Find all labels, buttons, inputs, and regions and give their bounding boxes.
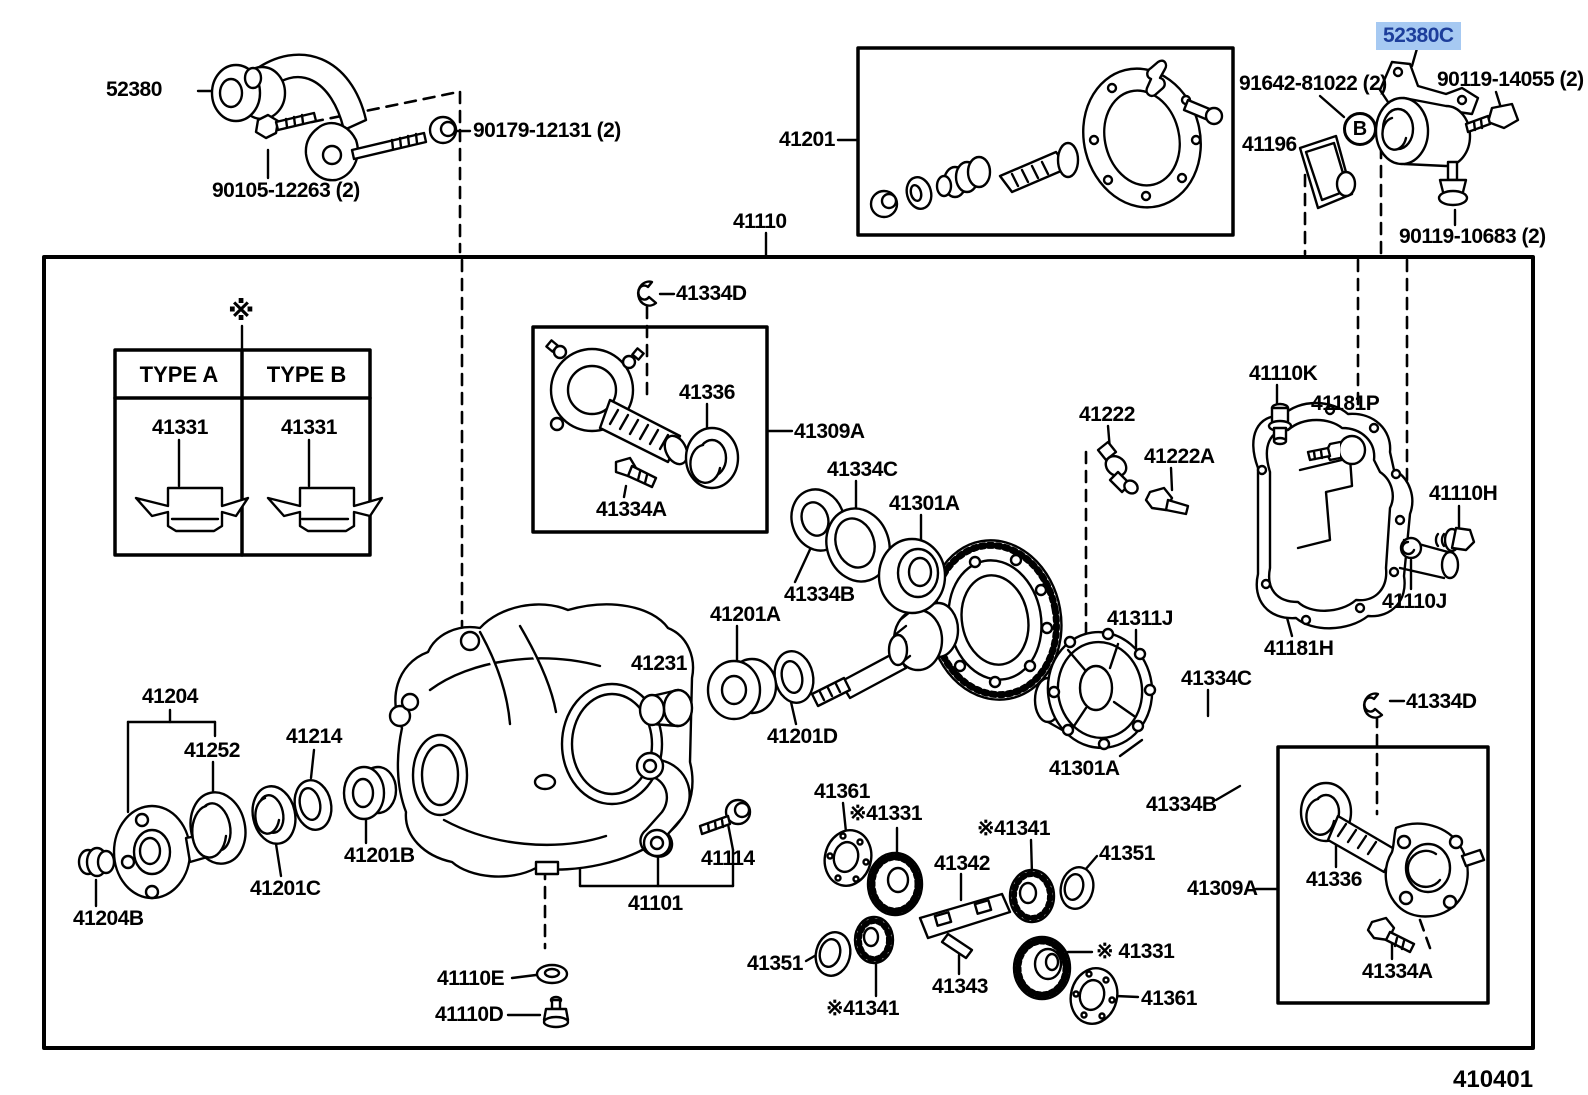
- part-label-41201c: 41201C: [250, 877, 321, 900]
- differential-support-arm-drawing: [210, 53, 458, 182]
- part-label-41196: 41196: [1242, 133, 1297, 156]
- callout-b-circle: B: [1343, 112, 1377, 146]
- part-label-41201d: 41201D: [767, 725, 838, 748]
- part-label-41351-right: 41351: [1099, 842, 1155, 865]
- pinion-kit-box: [856, 46, 1235, 237]
- type-a-header: TYPE A: [139, 362, 219, 387]
- part-label-41334c-upper: 41334C: [827, 458, 898, 481]
- part-label-41336-left: 41336: [679, 381, 735, 404]
- part-label-41222: 41222: [1079, 403, 1135, 426]
- part-label-41361-left: 41361: [814, 780, 870, 803]
- right-side-gear-shaft-drawing: [1299, 692, 1486, 954]
- left-side-gear-shaft-box: [531, 325, 769, 534]
- part-label-52380c-selected[interactable]: 52380C: [1376, 22, 1461, 50]
- part-label-41214: 41214: [286, 725, 342, 748]
- part-label-41201: 41201: [779, 128, 835, 151]
- part-label-41334c-right: 41334C: [1181, 667, 1252, 690]
- drive-pinion-kit-drawing: [869, 59, 1224, 219]
- part-label-41334d-right: 41334D: [1406, 690, 1477, 713]
- part-label-41331-x-left: ※41331: [849, 802, 923, 825]
- part-label-52380: 52380: [106, 78, 162, 101]
- part-label-41222a: 41222A: [1144, 445, 1215, 468]
- part-label-41301a-lower: 41301A: [1049, 757, 1120, 780]
- part-label-41311j: 41311J: [1107, 607, 1173, 630]
- differential-case-drawing: [1033, 627, 1157, 751]
- part-label-41110: 41110: [733, 210, 787, 233]
- part-label-41101: 41101: [628, 892, 683, 915]
- part-label-41309a-left: 41309A: [794, 420, 865, 443]
- part-label-41110e: 41110E: [437, 967, 505, 990]
- part-label-90119-10683: 90119-10683 (2): [1399, 225, 1546, 248]
- note-symbol: ※: [228, 296, 255, 327]
- part-label-91642-81022: 91642-81022 (2): [1239, 72, 1387, 95]
- part-label-90179-12131: 90179-12131 (2): [473, 119, 621, 142]
- part-label-41334a-left: 41334A: [596, 498, 667, 521]
- internal-gear-kit-drawing: [814, 829, 1119, 1025]
- part-label-41201a: 41201A: [710, 603, 781, 626]
- part-label-41110j: 41110J: [1382, 590, 1447, 613]
- bottom-center-hardware-drawing: [535, 751, 752, 1029]
- part-label-90105-12263: 90105-12263 (2): [212, 179, 360, 202]
- part-label-41351-left: 41351: [747, 952, 803, 975]
- part-label-41201b: 41201B: [344, 844, 415, 867]
- type-b-header: TYPE B: [266, 362, 347, 387]
- type-a-clip-drawing: [134, 486, 250, 533]
- figure-number: 410401: [1453, 1066, 1534, 1093]
- part-label-41110k: 41110K: [1249, 362, 1318, 385]
- pinion-and-ring-gear-drawing: [638, 488, 1063, 728]
- part-label-41110d: 41110D: [435, 1003, 504, 1026]
- companion-flange-row-drawing: [77, 765, 398, 900]
- part-label-41334a-right: 41334A: [1362, 960, 1433, 983]
- part-label-41334b-upper: 41334B: [784, 583, 855, 606]
- part-label-41110h: 41110H: [1429, 482, 1498, 505]
- part-label-41343: 41343: [932, 975, 988, 998]
- left-side-gear-shaft-drawing: [545, 280, 740, 490]
- differential-carrier-housing-drawing: [388, 603, 695, 878]
- right-side-gear-shaft-box: [1276, 745, 1490, 1005]
- main-assembly-box: [42, 255, 1535, 1050]
- part-label-41341-x-top: ※41341: [977, 817, 1051, 840]
- type-b-clip-drawing: [266, 486, 384, 533]
- part-label-41309a-right: 41309A: [1187, 877, 1258, 900]
- part-label-41361-right: 41361: [1141, 987, 1197, 1010]
- snap-ring-drawing: [637, 280, 658, 307]
- part-label-41336-right: 41336: [1306, 868, 1362, 891]
- part-label-41301a-upper: 41301A: [889, 492, 960, 515]
- part-label-41252: 41252: [184, 739, 240, 762]
- part-label-41341-x-bottom: ※41341: [826, 997, 900, 1020]
- part-label-90119-14055: 90119-14055 (2): [1437, 68, 1584, 91]
- carrier-cover-drawing: [1252, 401, 1460, 630]
- part-label-41181h: 41181H: [1264, 637, 1334, 660]
- right-hardware-drawing: [1096, 402, 1476, 560]
- support-damper-assembly-drawing: [1298, 60, 1520, 210]
- part-label-41331-type-a: 41331: [152, 416, 208, 439]
- part-label-41114: 41114: [701, 847, 755, 870]
- part-label-41231: 41231: [631, 652, 687, 675]
- part-label-41334d-left: 41334D: [676, 282, 747, 305]
- part-label-41181p: 41181P: [1311, 392, 1380, 415]
- part-label-41331-type-b: 41331: [281, 416, 337, 439]
- part-label-41331-x-right: ※ 41331: [1096, 940, 1175, 963]
- part-label-41334b-right: 41334B: [1146, 793, 1217, 816]
- part-label-41342: 41342: [934, 852, 990, 875]
- part-label-41204: 41204: [142, 685, 198, 708]
- part-label-41204b: 41204B: [73, 907, 144, 930]
